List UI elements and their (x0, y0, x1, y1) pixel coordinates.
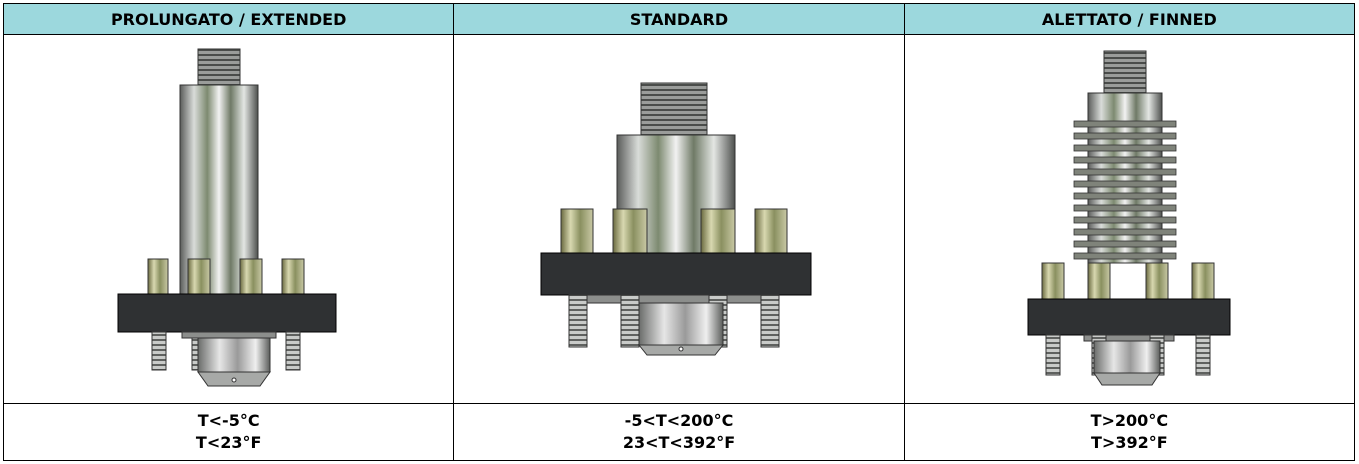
temperature-row: T<-5°C T<23°F -5<T<200°C 23<T<392°F T>20… (2, 403, 1356, 461)
standard-flange-illustration (540, 82, 812, 356)
extended-temp-fahrenheit: T<23°F (195, 433, 262, 452)
extended-image-cell (2, 34, 455, 404)
extended-temp-celsius: T<-5°C (197, 411, 260, 430)
finned-image-cell (903, 34, 1356, 404)
image-row (2, 34, 1356, 404)
standard-temp-fahrenheit: 23<T<392°F (622, 433, 736, 452)
standard-image-cell (453, 34, 905, 404)
header-row: PROLUNGATO / EXTENDED STANDARD ALETTATO … (2, 3, 1356, 35)
extended-flange-illustration (117, 48, 337, 387)
finned-temp-fahrenheit: T>392°F (1091, 433, 1168, 452)
header-finned: ALETTATO / FINNED (903, 3, 1356, 35)
finned-temperature: T>200°C T>392°F (903, 403, 1356, 461)
standard-temp-celsius: -5<T<200°C (624, 411, 734, 430)
finned-flange-illustration (1027, 50, 1231, 385)
extended-temperature: T<-5°C T<23°F (2, 403, 455, 461)
header-standard: STANDARD (453, 3, 905, 35)
finned-temp-celsius: T>200°C (1090, 411, 1169, 430)
header-extended: PROLUNGATO / EXTENDED (2, 3, 455, 35)
standard-temperature: -5<T<200°C 23<T<392°F (453, 403, 905, 461)
flange-spec-table: PROLUNGATO / EXTENDED STANDARD ALETTATO … (2, 3, 1356, 461)
